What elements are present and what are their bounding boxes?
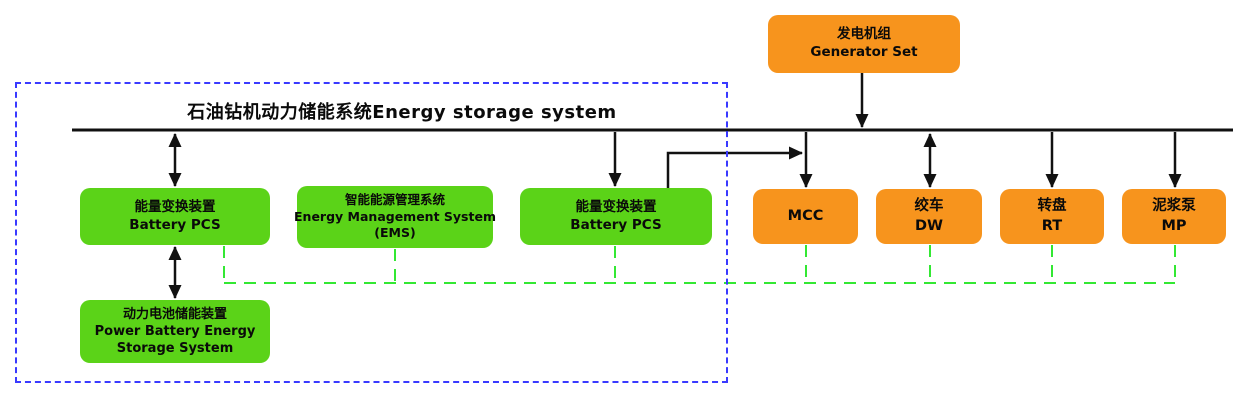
node-label: Generator Set xyxy=(810,44,918,60)
node-battery-pcs-1: 能量变换装置 Battery PCS xyxy=(80,188,270,245)
node-mcc: MCC xyxy=(753,189,858,244)
node-ems: 智能能源管理系统 Energy Management System (EMS) xyxy=(294,186,496,248)
node-drawworks: 绞车 DW xyxy=(876,189,982,244)
node-label: Battery PCS xyxy=(570,216,662,233)
node-label: RT xyxy=(1041,217,1063,234)
node-label: 转盘 xyxy=(1037,198,1067,215)
node-label: 泥浆泵 xyxy=(1152,198,1196,215)
node-power-battery-storage: 动力电池储能装置 Power Battery Energy Storage Sy… xyxy=(80,300,270,363)
node-mud-pump: 泥浆泵 MP xyxy=(1122,189,1226,244)
node-label: 能量变换装置 xyxy=(575,198,657,215)
node-label: 动力电池储能装置 xyxy=(122,306,227,322)
node-label: MP xyxy=(1161,217,1187,234)
node-label: Power Battery Energy xyxy=(94,323,256,339)
node-label: (EMS) xyxy=(374,225,416,241)
node-label: Battery PCS xyxy=(129,216,221,233)
node-label: MCC xyxy=(787,207,824,224)
node-label: 能量变换装置 xyxy=(134,198,216,215)
node-rotary-table: 转盘 RT xyxy=(1000,189,1104,244)
node-label: 发电机组 xyxy=(837,26,891,43)
node-label: 智能能源管理系统 xyxy=(344,192,445,208)
node-label: Storage System xyxy=(116,341,234,357)
energy-storage-system-boundary xyxy=(15,82,728,383)
diagram-title: 石油钻机动力储能系统Energy storage system xyxy=(187,102,617,123)
node-label: 绞车 xyxy=(914,198,944,215)
node-label: Energy Management System xyxy=(294,208,496,224)
node-generator-set: 发电机组 Generator Set xyxy=(768,15,960,73)
node-battery-pcs-2: 能量变换装置 Battery PCS xyxy=(520,188,712,245)
node-label: DW xyxy=(914,217,944,234)
pcs2-to-mcc-arrow xyxy=(666,146,803,188)
